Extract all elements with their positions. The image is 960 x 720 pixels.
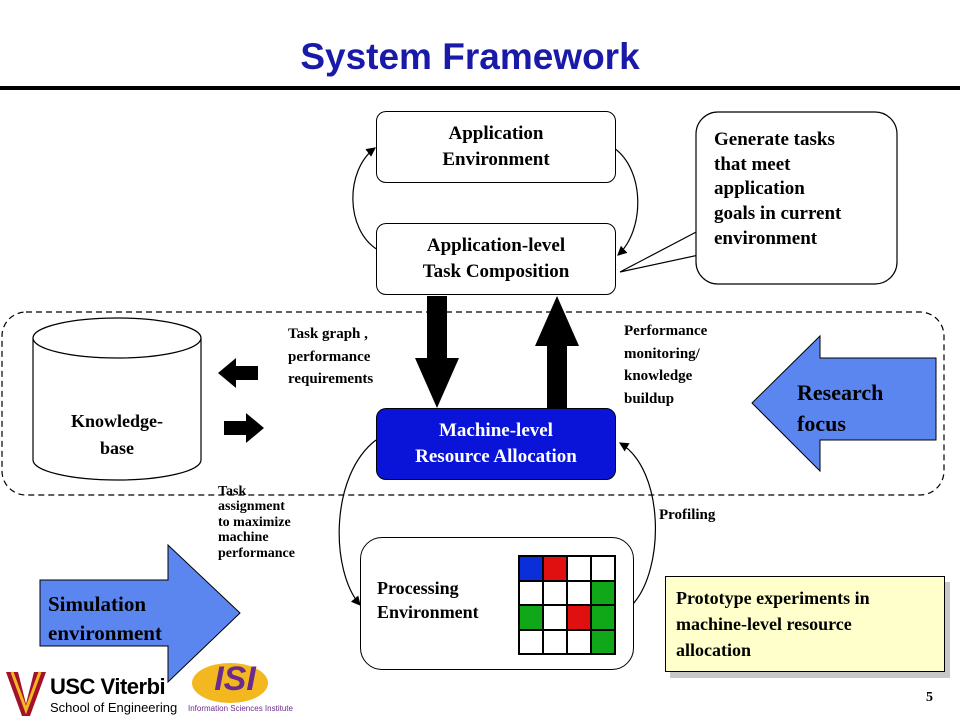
grid-cell [567, 556, 591, 581]
research-focus-label: Research focus [797, 380, 884, 436]
grid-cell [543, 629, 567, 654]
profiling-arrow [618, 442, 657, 606]
usc-logo-text: USC Viterbi [50, 674, 166, 699]
knowledge-base-label: Knowledge- base [71, 411, 163, 458]
loop-arrow-right [613, 147, 639, 256]
grid-cell [567, 580, 591, 605]
knowledge-base-cylinder [32, 338, 202, 481]
usc-logo-subtext: School of Engineering [50, 700, 178, 715]
resource-allocation-label: Machine-level Resource Allocation [415, 420, 577, 467]
grid-cell [519, 629, 543, 654]
prototype-callout-text: Prototype experiments in machine-level r… [676, 588, 870, 661]
kb-arrow-right [224, 413, 264, 443]
title-divider [0, 86, 960, 90]
grid-cell [519, 580, 543, 605]
application-environment-label: Application Environment [442, 123, 550, 170]
usc-logo-mark [6, 671, 46, 716]
kb-arrow-left [218, 358, 258, 388]
simulation-environment-label: Simulation environment [48, 592, 162, 646]
simulation-arrow [39, 543, 241, 684]
grid-cell [519, 605, 543, 630]
isi-logo-text: ISI [214, 660, 256, 698]
grid-cell [543, 556, 567, 581]
performance-monitoring-label: Performance monitoring/ knowledge buildu… [624, 323, 708, 407]
loop-arrow-left [352, 147, 379, 251]
prototype-callout: Prototype experiments in machine-level r… [665, 576, 945, 672]
generate-tasks-callout: Generate tasks that meet application goa… [714, 129, 842, 249]
application-environment-box: Application Environment [376, 111, 616, 183]
profiling-label: Profiling [659, 507, 716, 523]
page-number: 5 [926, 690, 933, 705]
assignment-arrow [338, 439, 377, 606]
grid-cell [591, 580, 615, 605]
grid-cell [591, 605, 615, 630]
slide-title: System Framework [300, 36, 640, 77]
isi-logo-mark [192, 663, 268, 703]
grid-cell [567, 605, 591, 630]
processing-grid [518, 555, 616, 655]
grid-cell [567, 629, 591, 654]
task-composition-box: Application-level Task Composition [376, 223, 616, 295]
resource-allocation-box: Machine-level Resource Allocation [376, 408, 616, 480]
research-region [1, 311, 945, 496]
task-graph-label: Task graph , performance requirements [288, 326, 374, 387]
grid-cell [519, 556, 543, 581]
isi-logo-subtext: Information Sciences Institute [188, 704, 293, 713]
grid-cell [591, 629, 615, 654]
processing-environment-label: Processing Environment [377, 578, 479, 623]
task-composition-label: Application-level Task Composition [422, 235, 570, 282]
grid-cell [591, 556, 615, 581]
task-graph-arrow [415, 296, 459, 408]
performance-arrow [535, 296, 579, 408]
grid-cell [543, 580, 567, 605]
task-assignment-label: Task assignment to maximize machine perf… [218, 484, 295, 561]
research-focus-arrow [751, 334, 937, 473]
callout-body [695, 111, 898, 285]
grid-cell [543, 605, 567, 630]
